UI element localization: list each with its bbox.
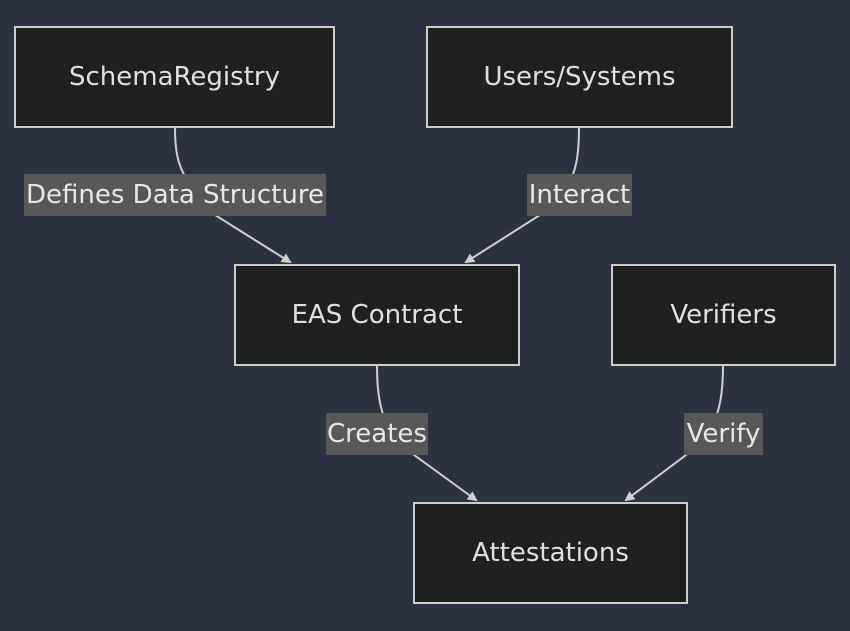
node-verifiers: Verifiers	[611, 264, 836, 366]
node-users-systems-label: Users/Systems	[483, 62, 676, 92]
edge-label-verify: Verify	[684, 413, 763, 455]
node-verifiers-label: Verifiers	[670, 300, 777, 330]
edge-label-interact: Interact	[527, 174, 632, 216]
node-eas-contract: EAS Contract	[234, 264, 520, 366]
node-attestations: Attestations	[413, 502, 688, 604]
edge-label-creates: Creates	[326, 413, 428, 455]
node-eas-contract-label: EAS Contract	[291, 300, 463, 330]
node-schema-registry: SchemaRegistry	[14, 26, 335, 128]
node-attestations-label: Attestations	[472, 538, 629, 568]
edge-label-defines: Defines Data Structure	[24, 174, 326, 216]
node-schema-registry-label: SchemaRegistry	[69, 62, 280, 92]
node-users-systems: Users/Systems	[426, 26, 733, 128]
